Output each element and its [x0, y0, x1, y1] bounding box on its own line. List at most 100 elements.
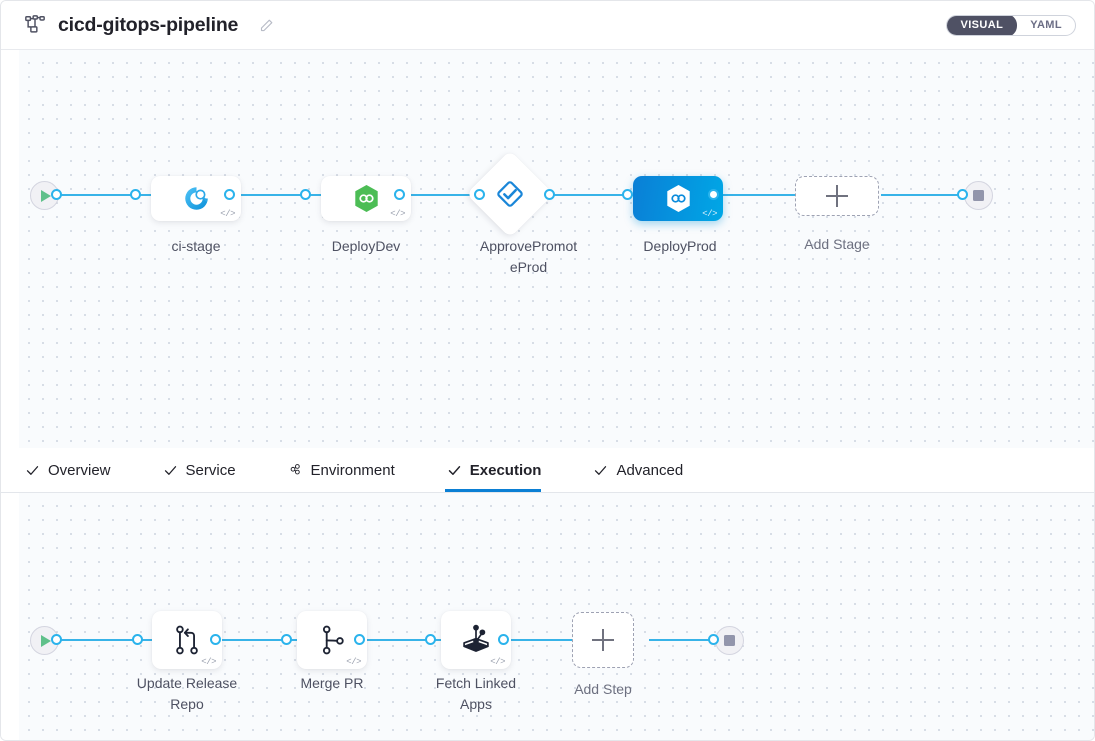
- code-badge: </>: [220, 209, 235, 219]
- port-step-end-in[interactable]: [708, 634, 719, 645]
- stage-node-deploy-prod[interactable]: </>: [633, 176, 723, 221]
- play-icon: [41, 189, 51, 202]
- stage-graph: </> ci-stage </> DeployDev: [19, 50, 1094, 448]
- tab-label: Environment: [310, 461, 395, 479]
- port-deploydev-in[interactable]: [300, 189, 311, 200]
- page-title: cicd-gitops-pipeline: [58, 13, 239, 36]
- code-badge: </>: [490, 657, 505, 667]
- header-left: cicd-gitops-pipeline: [23, 13, 275, 37]
- diamond-inner: [479, 163, 541, 225]
- mode-option-yaml[interactable]: YAML: [1017, 16, 1075, 35]
- port-step-start-out[interactable]: [51, 634, 62, 645]
- edge-deploydev-to-approve: [399, 194, 509, 196]
- stage-node-label-ci-stage: ci-stage: [171, 238, 221, 254]
- port-deployprod-in[interactable]: [622, 189, 633, 200]
- port-merge-in[interactable]: [281, 634, 292, 645]
- approve-label-line-1: ApprovePromot: [479, 238, 578, 254]
- pipeline-icon: [23, 13, 47, 37]
- check-icon: [593, 463, 608, 478]
- play-icon: [41, 634, 51, 647]
- stage-node-label-deploy-dev: DeployDev: [331, 238, 401, 254]
- edge-update-to-merge: [215, 639, 315, 641]
- port-update-in[interactable]: [132, 634, 143, 645]
- port-approve-out[interactable]: [544, 189, 555, 200]
- approve-label-line-2: eProd: [509, 259, 548, 275]
- port-fetch-out[interactable]: [498, 634, 509, 645]
- tab-advanced[interactable]: Advanced: [591, 448, 699, 492]
- tab-service[interactable]: Service: [161, 448, 252, 492]
- gitops-hexagon-icon: [354, 184, 378, 213]
- tab-label: Advanced: [616, 461, 684, 479]
- check-icon: [25, 463, 40, 478]
- tab-overview[interactable]: Overview: [23, 448, 127, 492]
- tab-label: Execution: [469, 461, 542, 479]
- port-start-out[interactable]: [51, 189, 62, 200]
- port-approve-in[interactable]: [474, 189, 485, 200]
- step-node-label-update-release-repo: Update Release Repo: [117, 673, 257, 715]
- view-mode-toggle[interactable]: VISUAL YAML: [946, 14, 1076, 36]
- step-node-label-merge-pr: Merge PR: [300, 675, 364, 691]
- port-merge-out[interactable]: [354, 634, 365, 645]
- check-icon: [447, 463, 462, 478]
- add-step-button[interactable]: [572, 612, 634, 668]
- tab-environment[interactable]: Environment: [286, 448, 411, 492]
- ci-build-icon: [184, 187, 208, 210]
- edge-fetch-to-addstep: [503, 639, 591, 641]
- mode-option-visual[interactable]: VISUAL: [947, 15, 1018, 35]
- stage-end-node[interactable]: [964, 181, 993, 210]
- port-update-out[interactable]: [210, 634, 221, 645]
- stage-node-label-deploy-prod: DeployProd: [643, 238, 717, 254]
- edge-ci-to-deploydev: [229, 194, 349, 196]
- tab-label: Service: [185, 461, 236, 479]
- port-deployprod-out[interactable]: [708, 189, 719, 200]
- package-3d-icon: [463, 624, 489, 652]
- steps-left-gutter: [1, 493, 19, 740]
- steps-canvas[interactable]: </> Update Release Repo </> Merge: [19, 493, 1094, 740]
- code-badge: </>: [201, 657, 216, 667]
- check-icon: [163, 463, 178, 478]
- git-branch-icon: [322, 625, 344, 655]
- gitops-hexagon-icon: [666, 184, 690, 213]
- edge-deployprod-to-add: [714, 194, 824, 196]
- edge-addstep-to-end: [649, 639, 734, 641]
- fetch-label-line-2: Apps: [460, 696, 492, 712]
- step-end-node[interactable]: [715, 626, 744, 655]
- code-badge: </>: [702, 209, 717, 219]
- header-right: VISUAL YAML: [946, 14, 1076, 36]
- code-badge: </>: [390, 209, 405, 219]
- step-graph: </> Update Release Repo </> Merge: [19, 493, 1094, 740]
- add-step-label: Add Step: [574, 681, 632, 697]
- port-end-in[interactable]: [957, 189, 968, 200]
- code-badge: </>: [346, 657, 361, 667]
- page-header: cicd-gitops-pipeline VISUAL YAML: [1, 1, 1094, 50]
- port-deploydev-out[interactable]: [394, 189, 405, 200]
- stage-left-gutter: [1, 50, 19, 448]
- stage-canvas[interactable]: </> ci-stage </> DeployDev: [19, 50, 1094, 448]
- add-stage-button[interactable]: [795, 176, 879, 216]
- stage-config-tabs: Overview Service Environment: [1, 448, 1094, 493]
- stop-icon: [973, 190, 984, 201]
- tab-execution[interactable]: Execution: [444, 448, 558, 492]
- stop-icon: [724, 635, 735, 646]
- add-stage-label: Add Stage: [804, 236, 870, 252]
- stage-node-approve-promote-prod[interactable]: [466, 150, 554, 238]
- git-merge-icon: [176, 625, 198, 655]
- plus-icon: [592, 629, 614, 651]
- edge-add-to-end: [881, 194, 981, 196]
- edge-step-start-to-update: [49, 639, 167, 641]
- edge-start-to-ci: [49, 194, 169, 196]
- port-fetch-in[interactable]: [425, 634, 436, 645]
- port-ci-in[interactable]: [130, 189, 141, 200]
- update-label-line-2: Repo: [170, 696, 204, 712]
- update-label-line-1: Update Release: [136, 675, 238, 691]
- environment-icon: [288, 463, 303, 478]
- stage-node-label-approve-promote-prod: ApprovePromot eProd: [456, 236, 601, 278]
- pencil-edit-icon[interactable]: [258, 17, 275, 34]
- tab-label: Overview: [48, 461, 111, 479]
- fetch-label-line-1: Fetch Linked: [435, 675, 517, 691]
- port-ci-out[interactable]: [224, 189, 235, 200]
- edge-merge-to-fetch: [359, 639, 459, 641]
- approval-check-icon: [497, 181, 523, 207]
- step-node-label-fetch-linked-apps: Fetch Linked Apps: [411, 673, 541, 715]
